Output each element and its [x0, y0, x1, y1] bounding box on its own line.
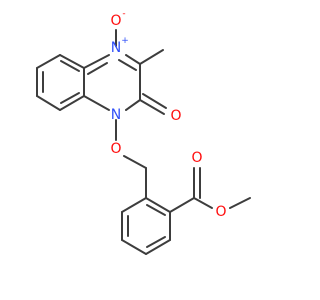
structure-canvas: N + O - N O O O O — [36, 9, 251, 255]
bond — [145, 197, 171, 213]
bond — [146, 236, 166, 248]
o-methyl-bond — [229, 197, 251, 209]
o-ch2-bond — [123, 155, 147, 169]
atom-o-ester: O — [215, 204, 226, 220]
atom-label: N — [111, 40, 121, 56]
charge-label: - — [122, 9, 125, 19]
bond — [125, 99, 141, 111]
pyrazinone-ring — [83, 54, 141, 111]
ester-o-bond — [193, 197, 213, 209]
atom-label: O — [110, 13, 121, 29]
bond — [146, 204, 166, 216]
methyl-bond — [139, 49, 164, 65]
charge-label: + — [121, 36, 129, 46]
atom-n-oxide: N + — [111, 36, 129, 56]
atom-o-carbonyl: O — [170, 108, 181, 124]
bond — [59, 54, 85, 69]
carbonyl-bond — [139, 99, 165, 115]
aryl-ester-bond — [169, 197, 195, 213]
benzene-ring — [121, 197, 171, 255]
atom-o-oxide: O - — [110, 9, 125, 29]
atom-n-ring: N — [111, 107, 121, 123]
molecule-diagram: N + O - N O O O O — [36, 9, 251, 255]
bond — [121, 197, 147, 213]
bond — [36, 54, 61, 69]
bond — [121, 239, 147, 255]
atom-o-ether: O — [110, 141, 121, 157]
carbonyl-bond — [142, 93, 167, 109]
bond — [145, 239, 171, 255]
benzo-ring — [36, 54, 85, 111]
atom-o-ester-carbonyl: O — [191, 150, 202, 166]
bond — [87, 62, 108, 75]
bond — [36, 95, 61, 111]
bond — [59, 95, 85, 111]
bond — [83, 95, 110, 111]
bond — [118, 59, 137, 71]
bond — [83, 54, 110, 69]
bond — [125, 54, 141, 65]
bond — [60, 60, 80, 72]
bond — [60, 92, 80, 104]
